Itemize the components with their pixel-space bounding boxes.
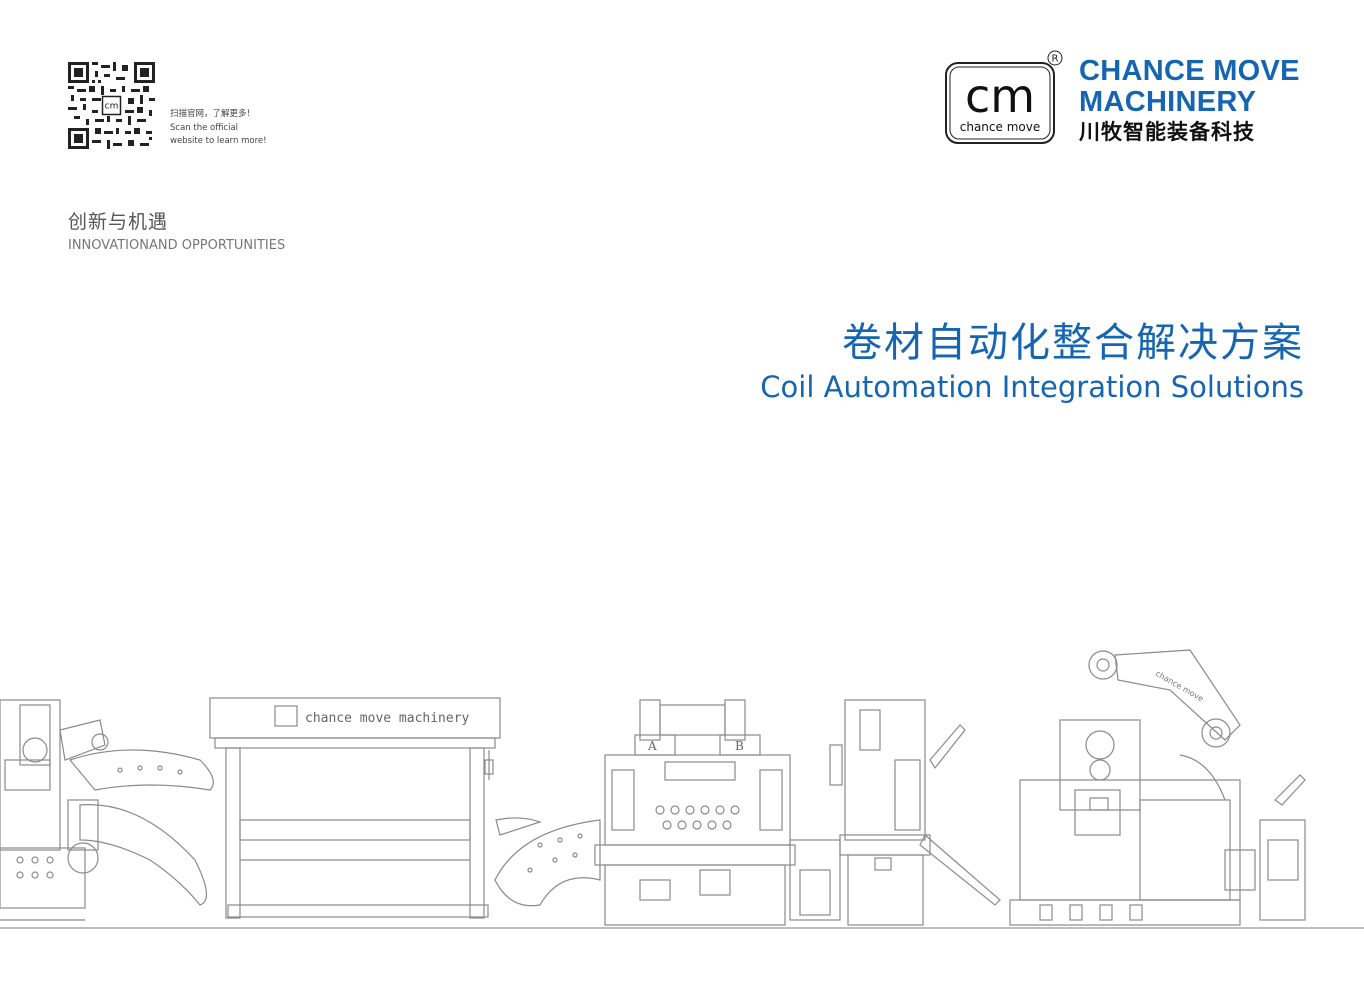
slogan-cn: 创新与机遇 — [68, 211, 169, 233]
brand-block: CHANCE MOVE MACHINERY 川牧智能装备科技 — [1079, 56, 1300, 146]
machine-banner: chance move machinery — [305, 711, 470, 726]
qr-caption-en-2: website to learn more! — [170, 136, 267, 146]
page-title-en: Coil Automation Integration Solutions — [760, 370, 1304, 404]
svg-text:cm: cm — [105, 102, 119, 112]
brand-name-line1: CHANCE MOVE — [1079, 55, 1300, 87]
material-guide — [494, 819, 601, 907]
logo-wordmark: chance move — [960, 120, 1040, 134]
brand-name-line2: MACHINERY — [1079, 86, 1257, 118]
registered-letter: R — [1052, 54, 1059, 65]
leveler-machine: A B — [594, 699, 796, 926]
company-logo: cm chance move — [945, 62, 1055, 144]
uncoiler-left — [0, 699, 214, 921]
qr-caption: 扫描官网，了解更多！ Scan the official website to … — [170, 108, 267, 149]
page-title-cn: 卷材自动化整合解决方案 — [842, 320, 1304, 366]
logo-mark: cm — [965, 69, 1035, 123]
uncoiler-right: chance move — [1009, 649, 1306, 926]
qr-caption-en-1: Scan the official — [170, 122, 239, 133]
brand-name-cn: 川牧智能装备科技 — [1079, 121, 1255, 144]
feeder-unit — [789, 699, 1001, 926]
qr-code: cm — [68, 62, 155, 149]
production-line-illustration: chance move machinery A B — [0, 649, 1364, 929]
press-frame: chance move machinery — [209, 697, 542, 919]
qr-caption-cn: 扫描官网，了解更多！ — [170, 109, 256, 119]
leveler-label-b: B — [735, 739, 744, 753]
slogan-en: INNOVATIONAND OPPORTUNITIES — [68, 238, 286, 253]
registered-mark-icon: R — [1047, 50, 1063, 66]
leveler-label-a: A — [647, 739, 657, 753]
